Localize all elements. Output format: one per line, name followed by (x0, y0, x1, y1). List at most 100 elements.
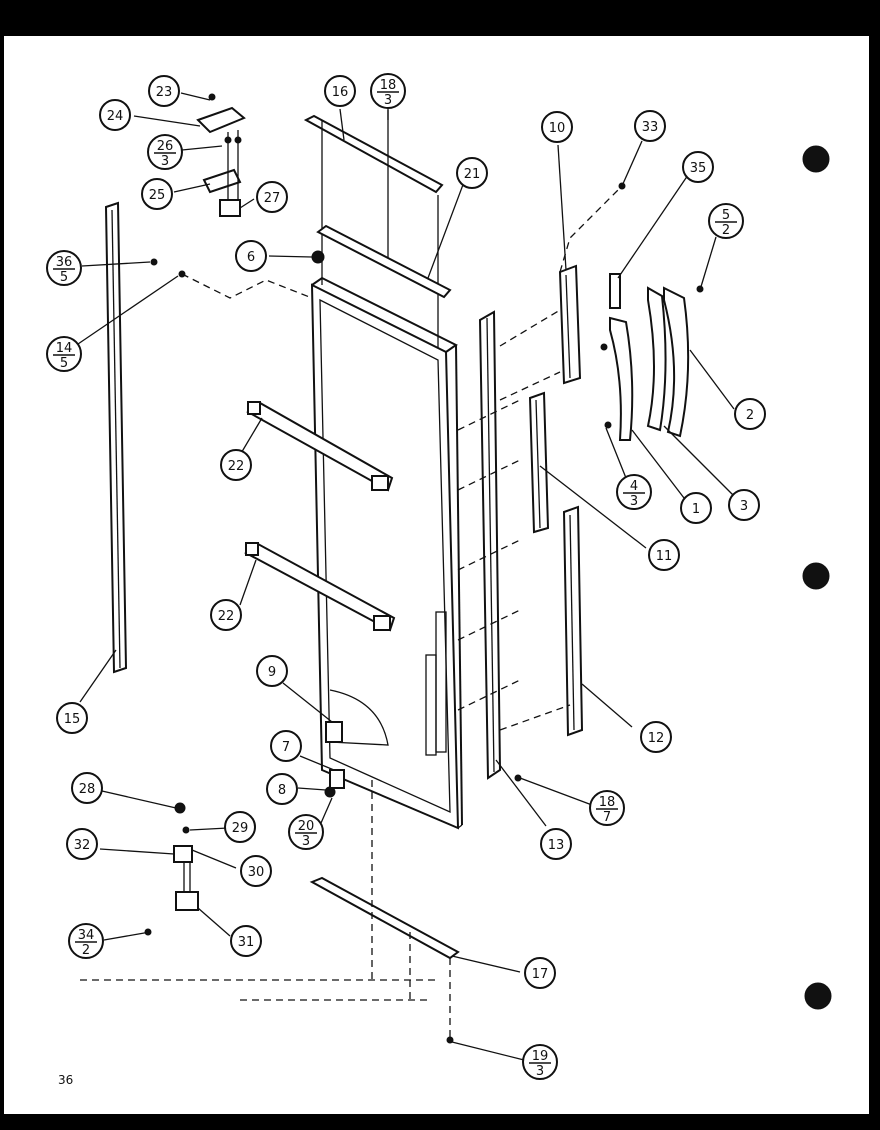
callout-number: 26 (157, 139, 174, 154)
callout-1: 1 (680, 492, 712, 524)
callout-24: 24 (99, 99, 131, 131)
callout-quantity: 3 (384, 93, 392, 108)
callout-quantity: 3 (630, 494, 638, 509)
callout-22a: 22 (220, 449, 252, 481)
callout-9: 9 (256, 655, 288, 687)
callout-11: 11 (648, 539, 680, 571)
callout-26: 263 (147, 134, 183, 170)
callout-number: 21 (464, 167, 481, 182)
page-number: 36 (58, 1073, 73, 1087)
binder-holes (802, 145, 832, 1010)
callout-circle (256, 655, 288, 687)
callout-circle (66, 828, 98, 860)
callout-circle (682, 151, 714, 183)
callout-circle (256, 181, 288, 213)
screws (144, 182, 704, 1044)
callout-number: 1 (692, 502, 700, 517)
callout-number: 30 (248, 865, 265, 880)
callout-19: 193 (522, 1044, 558, 1080)
callout-number: 28 (79, 782, 96, 797)
callout-3: 3 (728, 489, 760, 521)
callout-circle (524, 957, 556, 989)
callout-22b: 22 (210, 599, 242, 631)
callout-25: 25 (141, 178, 173, 210)
callout-quantity: 5 (60, 356, 68, 371)
callout-circle (648, 539, 680, 571)
callout-circle (224, 811, 256, 843)
callout-circle (540, 828, 572, 860)
leader-lines (77, 92, 735, 1061)
handle-trim-parts (609, 273, 690, 441)
callout-number: 35 (690, 161, 707, 176)
callout-circle (680, 492, 712, 524)
callout-10: 10 (541, 111, 573, 143)
callout-5: 52 (708, 203, 744, 239)
callout-circle (99, 99, 131, 131)
callout-circle (270, 730, 302, 762)
callout-circle (141, 178, 173, 210)
bottom-cap-17 (309, 876, 460, 960)
callout-number: 20 (298, 819, 315, 834)
callout-circle (324, 75, 356, 107)
callout-number: 18 (599, 795, 616, 810)
callout-32: 32 (66, 828, 98, 860)
callout-7: 7 (270, 730, 302, 762)
callout-circle (634, 110, 666, 142)
callout-number: 36 (56, 255, 73, 270)
shelf-22-lower (244, 542, 396, 632)
callout-number: 32 (74, 838, 91, 853)
callout-quantity: 3 (302, 834, 310, 849)
gasket-strip-15 (104, 201, 128, 674)
assembly-lines (80, 185, 623, 1040)
shelf-22-upper (246, 401, 394, 492)
callout-circle (728, 489, 760, 521)
callout-quantity: 2 (722, 223, 730, 238)
callout-33: 33 (634, 110, 666, 142)
channel-10 (558, 264, 582, 385)
callout-circle (56, 702, 88, 734)
callout-circle (708, 203, 744, 239)
callout-14: 145 (46, 336, 82, 372)
channel-11 (528, 391, 550, 534)
callout-13: 13 (540, 828, 572, 860)
callout-circle (220, 449, 252, 481)
callout-number: 7 (282, 740, 290, 755)
callout-quantity: 3 (536, 1064, 544, 1079)
callout-quantity: 2 (82, 943, 90, 958)
callout-circle (522, 1044, 558, 1080)
callout-34: 342 (68, 923, 104, 959)
callout-number: 13 (548, 838, 565, 853)
callout-12: 12 (640, 721, 672, 753)
callout-number: 8 (278, 783, 286, 798)
callout-circle (71, 772, 103, 804)
callout-23: 23 (148, 75, 180, 107)
top-cap-21 (316, 224, 452, 299)
callout-circle (288, 814, 324, 850)
callout-circle (266, 773, 298, 805)
side-rail-13 (478, 310, 502, 780)
callout-number: 16 (332, 85, 349, 100)
callout-4: 43 (616, 474, 652, 510)
callout-number: 31 (238, 935, 255, 950)
callout-number: 34 (78, 928, 95, 943)
callout-29: 29 (224, 811, 256, 843)
door-liner-panel (310, 276, 463, 830)
callout-35: 35 (682, 151, 714, 183)
callout-20: 203 (288, 814, 324, 850)
callout-number: 17 (532, 967, 549, 982)
callout-number: 29 (232, 821, 249, 836)
top-hinge-assembly (196, 93, 246, 217)
callout-number: 4 (630, 479, 638, 494)
callout-15: 15 (56, 702, 88, 734)
callout-16: 16 (324, 75, 356, 107)
callout-8: 8 (266, 773, 298, 805)
callout-number: 10 (549, 121, 566, 136)
callout-number: 9 (268, 665, 276, 680)
callout-circle (240, 855, 272, 887)
callout-circle (235, 240, 267, 272)
callout-circle (640, 721, 672, 753)
callout-number: 24 (107, 109, 124, 124)
callout-number: 12 (648, 731, 665, 746)
callout-quantity: 5 (60, 270, 68, 285)
